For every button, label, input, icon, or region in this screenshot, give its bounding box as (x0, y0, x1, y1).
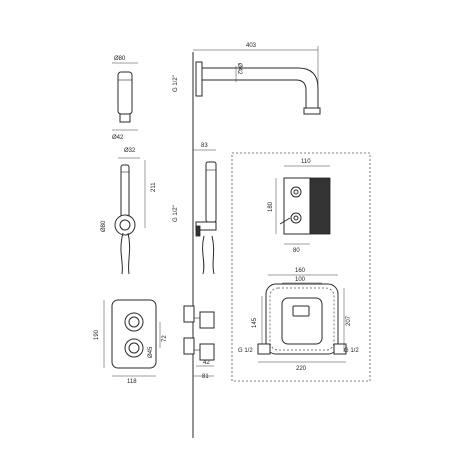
hand-shower-front-view: 83 G 1/2" (173, 143, 217, 275)
dim-height-207: 207 (346, 315, 352, 326)
dim-thread-hand: G 1/2" (173, 205, 179, 222)
shower-arm-front-view: 403 Ø42 G 1/2" (173, 43, 321, 438)
dim-width-118: 118 (127, 379, 137, 385)
thermostat-side-view: 42 81 (183, 305, 215, 380)
dim-thread-right: G 1/2 (344, 348, 359, 354)
dim-diameter-32: Ø32 (124, 148, 136, 154)
dim-width-220: 220 (296, 366, 307, 372)
concealed-box-side: 110 180 80 (268, 159, 331, 254)
dim-diameter-42-tube: Ø42 (236, 63, 242, 75)
concealed-box-front: 160 100 145 207 G 1/2 G 1/2 220 (238, 268, 359, 372)
dim-width-110: 110 (301, 159, 311, 165)
dim-width-160: 160 (295, 268, 306, 274)
thermostat-plate-front: 190 72 Ø45 118 (94, 299, 168, 385)
shower-arm-side-view: Ø80 Ø42 (112, 56, 138, 141)
dim-diameter-45: Ø45 (148, 346, 154, 358)
dim-depth-42: 42 (203, 360, 210, 366)
dim-diameter-42-arm: Ø42 (112, 135, 124, 141)
hand-shower-side-view: Ø32 211 Ø80 (101, 148, 157, 275)
dim-width-80: 80 (293, 248, 300, 254)
dim-length-83: 83 (201, 143, 208, 149)
dim-height-180: 180 (268, 201, 274, 212)
dim-diameter-80-holder: Ø80 (101, 220, 107, 232)
dim-diameter-80: Ø80 (114, 56, 126, 62)
dim-length-211: 211 (151, 182, 157, 192)
dim-depth-81: 81 (202, 374, 209, 380)
dim-length-403: 403 (246, 43, 257, 49)
concealed-box-group: 110 180 80 160 100 145 207 G 1/2 G 1/2 2… (231, 152, 371, 382)
dim-width-100: 100 (295, 277, 306, 283)
dim-height-190: 190 (94, 329, 100, 340)
dim-height-145: 145 (252, 317, 258, 328)
dim-spacing-72: 72 (162, 335, 168, 342)
dim-thread-arm: G 1/2" (173, 75, 179, 92)
dim-thread-left: G 1/2 (238, 348, 253, 354)
